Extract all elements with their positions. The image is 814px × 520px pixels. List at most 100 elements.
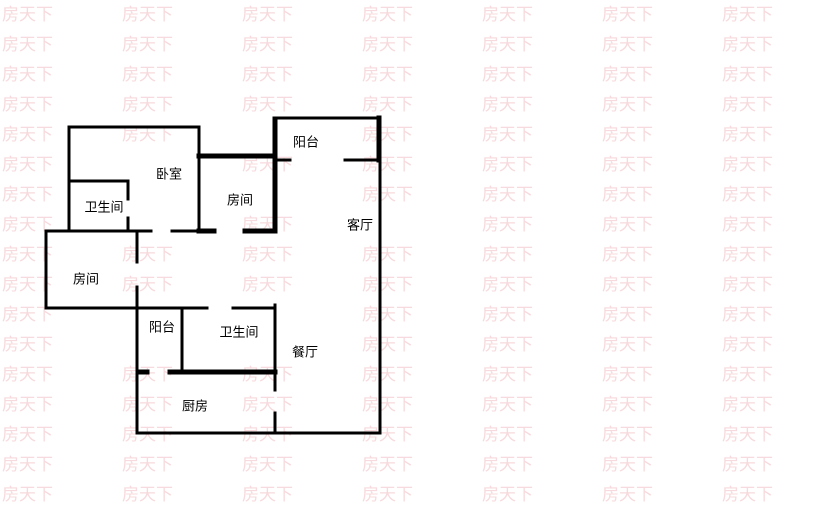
label-bedroom: 卧室 [156, 167, 182, 183]
watermark-text-cn: 房天下 [362, 95, 413, 115]
watermark-text-cn: 房天下 [722, 65, 773, 85]
watermark-text-cn: 房天下 [722, 95, 773, 115]
watermark-text-cn: 房天下 [482, 35, 533, 55]
watermark-text-cn: 房天下 [362, 125, 413, 145]
watermark-text-cn: 房天下 [482, 335, 533, 355]
watermark-text-cn: 房天下 [722, 155, 773, 175]
watermark-text-cn: 房天下 [2, 425, 53, 445]
watermark-text-cn: 房天下 [242, 35, 293, 55]
watermark-text-cn: 房天下 [362, 185, 413, 205]
watermark-text-cn: 房天下 [122, 365, 173, 385]
watermark-text-cn: 房天下 [602, 185, 653, 205]
label-bathroom-2: 卫生间 [219, 326, 258, 341]
watermark-text-cn: 房天下 [122, 35, 173, 55]
watermark-text-cn: 房天下 [482, 155, 533, 175]
watermark-text-cn: 房天下 [602, 395, 653, 415]
watermark-text-cn: 房天下 [482, 365, 533, 385]
label-balcony-1: 阳台 [293, 136, 319, 151]
label-living-room: 客厅 [347, 218, 373, 234]
watermark-text-cn: 房天下 [362, 305, 413, 325]
watermark-text-cn: 房天下 [722, 245, 773, 265]
watermark-text-cn: 房天下 [602, 275, 653, 295]
watermark-text-cn: 房天下 [602, 155, 653, 175]
watermark-text-cn: 房天下 [362, 395, 413, 415]
watermark-text-cn: 房天下 [482, 215, 533, 235]
watermark-text-cn: 房天下 [242, 95, 293, 115]
watermark-text-cn: 房天下 [122, 95, 173, 115]
watermark-text-cn: 房天下 [242, 65, 293, 85]
watermark-text-cn: 房天下 [362, 5, 413, 25]
watermark-text-cn: 房天下 [722, 275, 773, 295]
watermark-text-cn: 房天下 [602, 485, 653, 505]
watermark-text-cn: 房天下 [602, 335, 653, 355]
watermark-text-cn: 房天下 [722, 125, 773, 145]
walls [44, 115, 382, 435]
watermark-text-cn: 房天下 [482, 455, 533, 475]
watermark-text-cn: 房天下 [362, 485, 413, 505]
watermark-text-cn: 房天下 [2, 335, 53, 355]
watermark-text-cn: 房天下 [122, 395, 173, 415]
watermark-text-cn: 房天下 [242, 245, 293, 265]
watermark-text-cn: 房天下 [362, 335, 413, 355]
label-balcony-2: 阳台 [149, 321, 175, 336]
watermark-text-cn: 房天下 [242, 395, 293, 415]
watermark-text-cn: 房天下 [2, 455, 53, 475]
watermark-text-cn: 房天下 [722, 365, 773, 385]
watermark-text-cn: 房天下 [2, 245, 53, 265]
watermark-text-cn: 房天下 [602, 65, 653, 85]
watermark-text-cn: 房天下 [122, 65, 173, 85]
watermark-text-cn: 房天下 [2, 125, 53, 145]
watermark-text-cn: 房天下 [362, 275, 413, 295]
watermark-text-cn: 房天下 [482, 95, 533, 115]
watermark-text-cn: 房天下 [722, 35, 773, 55]
watermark-text-cn: 房天下 [482, 395, 533, 415]
watermark-text-cn: 房天下 [482, 125, 533, 145]
watermark-text-cn: 房天下 [362, 35, 413, 55]
watermark-text-cn: 房天下 [722, 185, 773, 205]
watermark-text-cn: 房天下 [2, 215, 53, 235]
watermark-text-cn: 房天下 [602, 5, 653, 25]
watermark-text-cn: 房天下 [122, 455, 173, 475]
watermark-text-cn: 房天下 [242, 455, 293, 475]
watermark-text-cn: 房天下 [482, 275, 533, 295]
watermark-text-cn: 房天下 [482, 305, 533, 325]
watermark-text-cn: 房天下 [242, 425, 293, 445]
watermark-text-cn: 房天下 [722, 305, 773, 325]
watermark-text-cn: 房天下 [122, 425, 173, 445]
watermark-text-cn: 房天下 [602, 35, 653, 55]
watermark-text-cn: 房天下 [602, 245, 653, 265]
watermark-text-cn: 房天下 [2, 5, 53, 25]
watermark-text-cn: 房天下 [2, 485, 53, 505]
watermark-text-cn: 房天下 [722, 215, 773, 235]
watermark-text-cn: 房天下 [362, 455, 413, 475]
watermark-text-cn: 房天下 [722, 425, 773, 445]
watermark-text-cn: 房天下 [362, 365, 413, 385]
watermark-text-cn: 房天下 [482, 5, 533, 25]
watermark-text-cn: 房天下 [602, 305, 653, 325]
watermark-text-cn: 房天下 [2, 395, 53, 415]
watermark-text-cn: 房天下 [482, 185, 533, 205]
watermark-text-cn: 房天下 [2, 305, 53, 325]
watermark-text-cn: 房天下 [122, 5, 173, 25]
watermark-text-cn: 房天下 [2, 275, 53, 295]
watermark-text-cn: 房天下 [602, 425, 653, 445]
watermark-text-cn: 房天下 [122, 485, 173, 505]
watermark-text-cn: 房天下 [722, 485, 773, 505]
watermark-text-cn: 房天下 [482, 245, 533, 265]
watermark-text-cn: 房天下 [242, 275, 293, 295]
watermark-text-cn: 房天下 [2, 35, 53, 55]
watermark-text-cn: 房天下 [722, 335, 773, 355]
label-kitchen: 厨房 [182, 399, 208, 415]
watermark-text-cn: 房天下 [482, 65, 533, 85]
watermark-text-cn: 房天下 [242, 5, 293, 25]
label-room-2: 房间 [73, 272, 99, 288]
watermark-text-cn: 房天下 [122, 245, 173, 265]
watermark-text-cn: 房天下 [2, 155, 53, 175]
watermark-text-cn: 房天下 [722, 455, 773, 475]
watermark-text-cn: 房天下 [602, 125, 653, 145]
watermark-text-cn: 房天下 [2, 95, 53, 115]
label-room-1: 房间 [227, 193, 253, 209]
watermark-text-cn: 房天下 [122, 125, 173, 145]
